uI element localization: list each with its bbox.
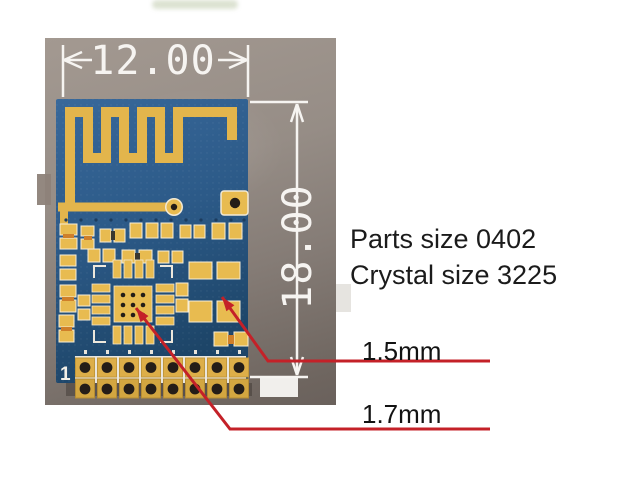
leader-line-crystal <box>220 296 490 363</box>
pin-header: 1 <box>60 350 252 399</box>
fiducial-pad <box>220 190 249 216</box>
antenna-trace <box>58 107 237 226</box>
callout-label-crystal: 1.5mm <box>362 336 442 366</box>
antenna-feed-via <box>165 198 183 216</box>
photo-right-edge-artifact <box>336 284 351 312</box>
ic-footprint <box>91 259 175 345</box>
parts-note-line2: Crystal size 3225 <box>350 260 558 290</box>
red-arrow-icon-ic <box>136 308 149 323</box>
pin-holes <box>79 362 245 395</box>
callout-leaders <box>134 296 490 431</box>
crystal-footprint <box>188 261 241 323</box>
photo-top-smudge <box>152 0 238 9</box>
parts-note-line1: Parts size 0402 <box>350 224 537 254</box>
arrow-left-icon <box>63 50 92 70</box>
photo-left-edge-artifact <box>37 174 51 205</box>
red-arrow-icon-crystal <box>222 297 235 312</box>
parts-note: Parts size 0402 Crystal size 3225 <box>350 221 557 293</box>
leader-line-ic <box>134 307 490 431</box>
pin1-label: 1 <box>60 364 71 385</box>
width-dimension-label: 12.00 <box>90 38 215 84</box>
callout-label-ic: 1.7mm <box>362 399 442 429</box>
width-dimension <box>61 45 250 97</box>
photo-bottom-white-patch <box>260 378 298 397</box>
height-dimension-label: 18.00 <box>275 184 321 309</box>
pin-silkscreen-ticks <box>84 350 241 354</box>
via-dot-row <box>64 218 246 222</box>
arrow-right-icon <box>218 50 248 70</box>
component-body-marks <box>61 231 234 344</box>
arrow-up-icon <box>289 103 305 123</box>
